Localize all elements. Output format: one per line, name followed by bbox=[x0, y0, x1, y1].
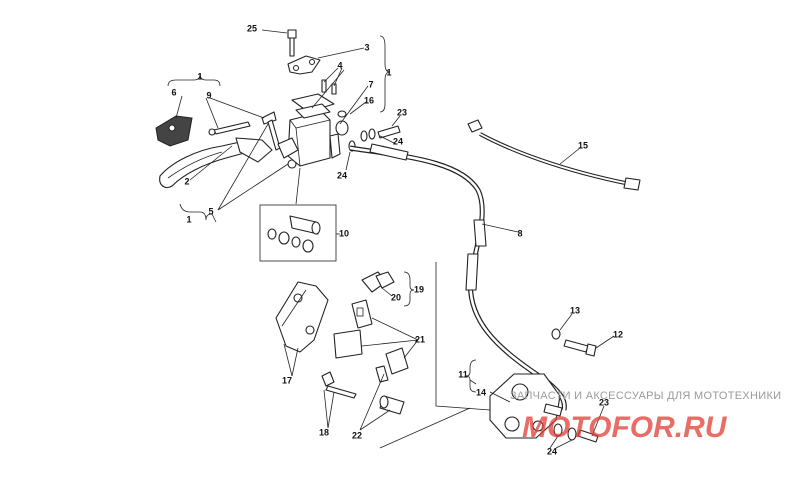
pad-spring-part-20 bbox=[361, 271, 395, 293]
bolt-part-18 bbox=[321, 371, 357, 399]
callout-c13: 13 bbox=[570, 305, 580, 315]
callout-c1a: 1 bbox=[386, 67, 391, 77]
callout-c20: 20 bbox=[391, 292, 401, 302]
callout-c7: 7 bbox=[368, 79, 373, 89]
banjo-bolt-part-23-top bbox=[348, 125, 401, 152]
switch-wire-part-15 bbox=[467, 119, 641, 191]
bolt-part-25 bbox=[287, 29, 297, 57]
callout-c23a: 23 bbox=[397, 107, 407, 117]
callout-c25: 25 bbox=[247, 23, 257, 33]
caliper-bolt-part-12 bbox=[563, 339, 597, 357]
callout-c8: 8 bbox=[517, 228, 522, 238]
group-braces bbox=[167, 35, 477, 393]
callout-c5: 5 bbox=[208, 206, 213, 216]
callout-c14: 14 bbox=[476, 387, 486, 397]
pins-part-22 bbox=[375, 365, 405, 415]
callout-c9: 9 bbox=[206, 90, 211, 100]
watermark-logo: MOTOFOR.RU bbox=[522, 411, 728, 444]
pads-part-21 bbox=[333, 299, 409, 375]
callout-c22: 22 bbox=[352, 430, 362, 440]
callout-c1b: 1 bbox=[197, 71, 202, 81]
banjo-bolt-part-23-bottom bbox=[553, 423, 599, 443]
watermark: ЗАПЧАСТИ И АКСЕССУАРЫ ДЛЯ МОТОТЕХНИКИ MO… bbox=[510, 390, 781, 444]
brake-caliper bbox=[489, 373, 563, 439]
callout-c17: 17 bbox=[282, 375, 292, 385]
callout-c24b: 24 bbox=[337, 170, 347, 180]
brake-lever bbox=[159, 137, 273, 189]
callout-c15: 15 bbox=[578, 140, 588, 150]
callout-c12: 12 bbox=[613, 329, 623, 339]
callout-c4: 4 bbox=[337, 60, 342, 70]
callout-c10: 10 bbox=[339, 228, 349, 238]
reservoir-cap-part-7 bbox=[291, 93, 335, 119]
pivot-bolt-part-9 bbox=[208, 111, 277, 136]
caliper-bracket-part-17 bbox=[275, 281, 329, 353]
washer-part-16 bbox=[335, 110, 349, 136]
piston-kit-box bbox=[259, 204, 337, 262]
callout-c16: 16 bbox=[364, 95, 374, 105]
callout-c21: 21 bbox=[415, 334, 425, 344]
callout-c6: 6 bbox=[171, 87, 176, 97]
washer-part-13 bbox=[551, 328, 561, 340]
callout-c19: 19 bbox=[414, 284, 424, 294]
leader-lines bbox=[175, 29, 615, 449]
callout-c24c: 24 bbox=[547, 446, 557, 456]
callout-c18: 18 bbox=[319, 427, 329, 437]
callout-c2: 2 bbox=[184, 176, 189, 186]
callout-c11: 11 bbox=[458, 369, 468, 379]
callout-c24a: 24 bbox=[393, 136, 403, 146]
lever-bracket-part-6 bbox=[155, 115, 193, 147]
watermark-tagline: ЗАПЧАСТИ И АКСЕССУАРЫ ДЛЯ МОТОТЕХНИКИ bbox=[510, 390, 781, 402]
callout-c23b: 23 bbox=[599, 397, 609, 407]
master-cylinder bbox=[277, 111, 341, 167]
callout-c1c: 1 bbox=[186, 214, 191, 224]
callout-c3: 3 bbox=[364, 42, 369, 52]
clamp-part-3 bbox=[287, 55, 321, 75]
